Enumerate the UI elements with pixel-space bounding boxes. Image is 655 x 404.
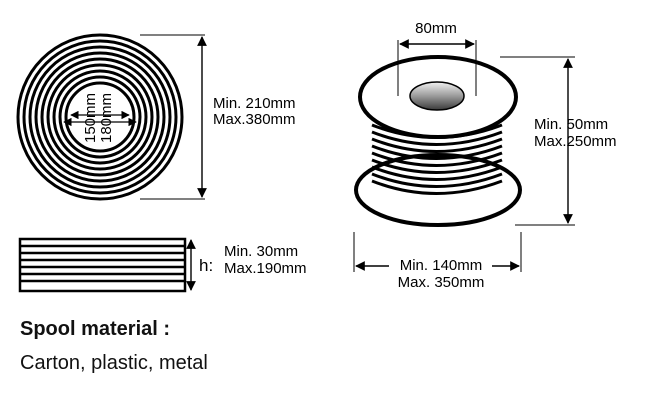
- inner-dim-180: 180mm: [98, 93, 115, 143]
- ring-outer: [16, 33, 184, 201]
- inner-dim-150: 150mm: [82, 93, 99, 143]
- spool-3d-view: [353, 39, 575, 272]
- spool-height-max: Max.250mm: [534, 133, 617, 150]
- height-max: Max.190mm: [224, 260, 307, 277]
- outer-diameter-min: Min. 210mm: [213, 95, 296, 112]
- ring-inner: [64, 81, 136, 153]
- spool-width-min: Min. 140mm: [400, 257, 483, 274]
- core-dim: 80mm: [415, 20, 457, 37]
- spool-top-view: 150mm 180mm: [16, 33, 207, 201]
- spool-height-min: Min. 50mm: [534, 116, 608, 133]
- spool-material-text: Carton, plastic, metal: [20, 352, 208, 374]
- outer-diameter-max: Max.380mm: [213, 111, 296, 128]
- height-min: Min. 30mm: [224, 243, 298, 260]
- front-flange: [354, 153, 522, 227]
- spool-width-max: Max. 350mm: [398, 274, 485, 291]
- layer-stack: [18, 237, 187, 293]
- layer-height-view: [18, 237, 196, 293]
- core-hole: [409, 81, 465, 111]
- spool-material-title: Spool material :: [20, 318, 171, 340]
- height-prefix: h:: [199, 256, 213, 275]
